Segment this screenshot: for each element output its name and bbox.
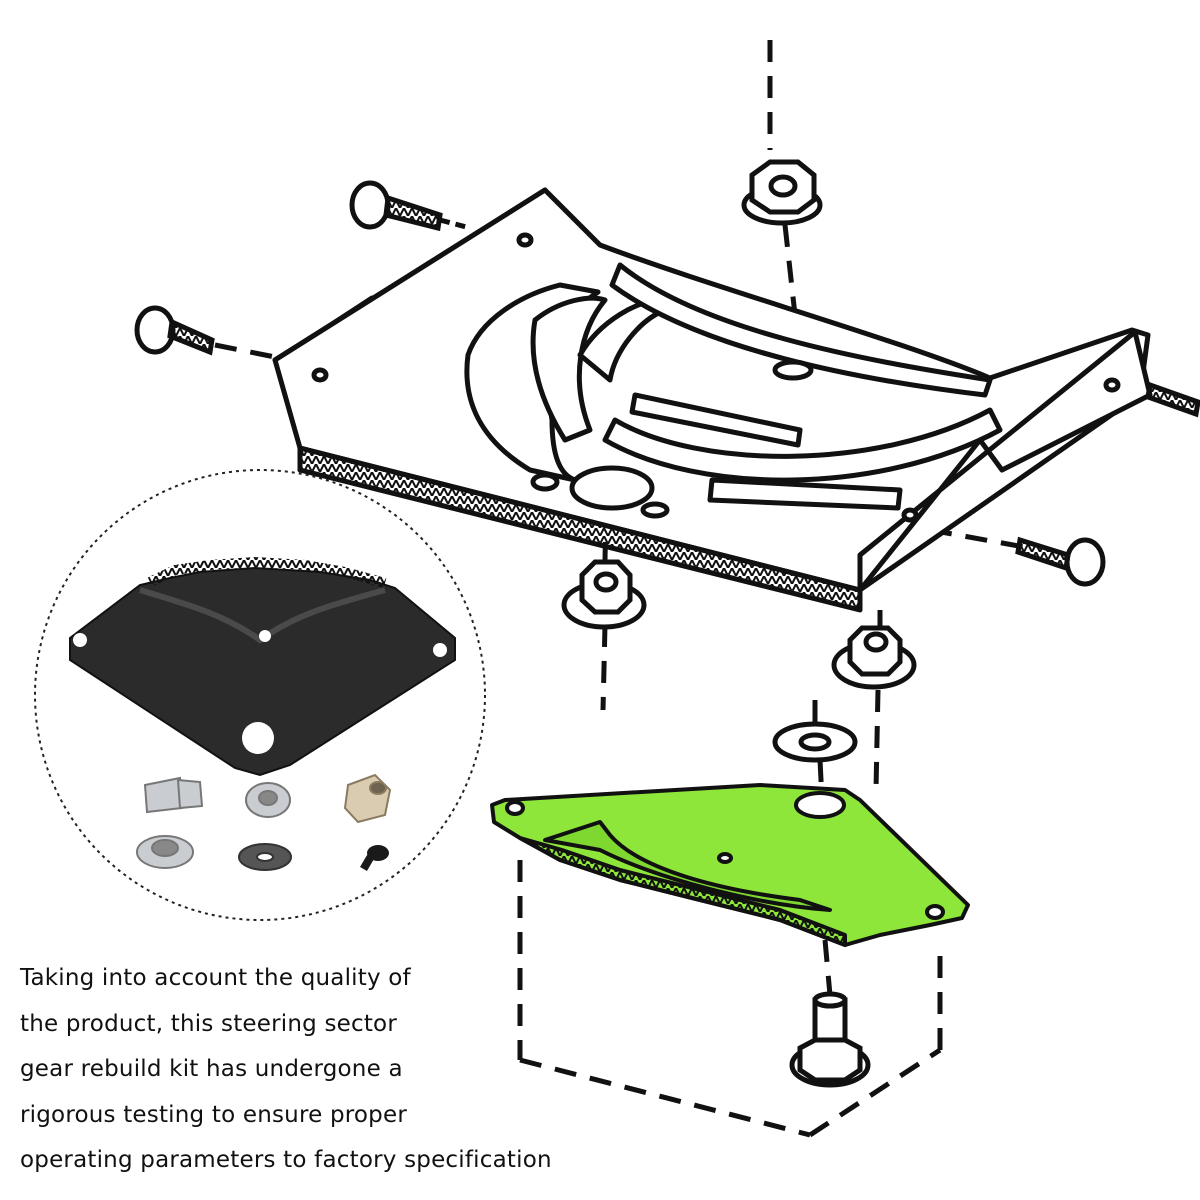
- inset-sector-plate: [69, 566, 456, 777]
- inset-washer: [238, 843, 292, 871]
- flange-nut-left: [561, 559, 647, 630]
- kit-inset: [34, 469, 486, 921]
- screw-right: [1015, 536, 1106, 587]
- inset-nut: [245, 782, 291, 818]
- caption-line: operating parameters to factory specific…: [20, 1147, 552, 1173]
- caption-line: the product, this steering sector: [20, 1010, 397, 1037]
- caption-text: Taking into account the quality of the p…: [20, 956, 660, 1184]
- screw-mid-left: [134, 305, 215, 356]
- flange-nut-top: [741, 159, 823, 226]
- screw-far-right: [1145, 381, 1200, 418]
- caption-line: Taking into account the quality of: [20, 965, 411, 991]
- screw-top-left: [349, 180, 471, 232]
- caption-line: rigorous testing to ensure proper: [20, 1101, 407, 1128]
- inset-spacer: [136, 835, 194, 869]
- support-bracket: [272, 187, 1153, 613]
- inset-screw: [360, 845, 389, 872]
- flange-nut-right: [831, 625, 917, 690]
- inset-bushing: [343, 773, 392, 824]
- caption-line: gear rebuild kit has undergone a: [20, 1056, 403, 1082]
- sector-gear-highlighted: [490, 783, 970, 947]
- inset-hex-bolt: [143, 776, 204, 814]
- washer-center: [772, 721, 858, 763]
- pivot-bolt: [789, 991, 871, 1088]
